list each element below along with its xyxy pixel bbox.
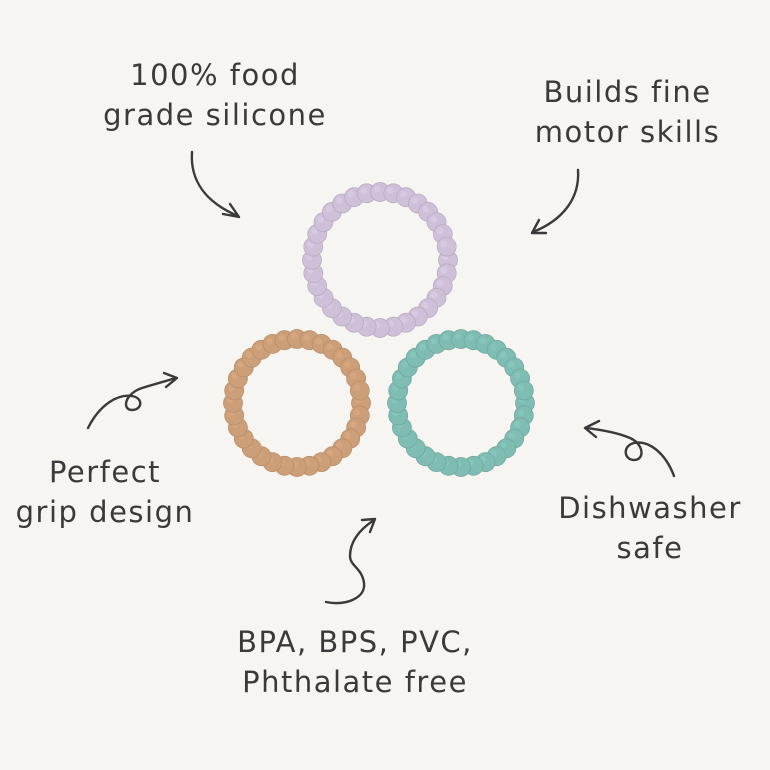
arrow-icon-motor-skills [530,168,580,235]
bead-highlight [317,216,324,223]
bead-highlight [514,372,521,380]
bead-highlight [336,351,343,359]
bead-highlight [419,343,426,351]
label-food-grade-silicone: 100% food grade silicone [95,55,335,135]
bead-highlight [500,351,507,359]
label-perfect-grip: Perfect grip design [5,452,205,532]
lilac-bead-ring [302,182,458,338]
bead-highlight [387,187,394,194]
bead-highlight [430,291,438,299]
bead-highlight [237,361,245,368]
label-line: motor skills [534,115,721,149]
arrow-icon-food-grade [190,150,241,219]
bead-highlight [517,409,525,416]
label-line: BPA, BPS, PVC, [237,625,473,659]
bead-highlight [430,216,438,223]
bead-highlight [278,334,286,341]
label-line: Phthalate free [242,665,468,699]
arrow-icon-grip [86,371,179,430]
bead-highlight [454,332,462,340]
bead-highlight [311,227,318,235]
label-line: safe [616,531,684,565]
bead-highlight [255,343,262,351]
arrow-icon-bpa-free [324,517,377,605]
bead-highlight [440,267,448,274]
bead-highlight [436,227,444,235]
bead-highlight [411,197,419,204]
bead-highlight [336,442,343,449]
bead-highlight [508,361,515,368]
bead-highlight [467,334,474,341]
label-line: 100% food [130,58,300,92]
bead-highlight [479,337,486,345]
bead-highlight [500,442,507,449]
bead-highlight [508,432,515,440]
bead-highlight [347,191,355,198]
bead-highlight [430,337,438,345]
bead-highlight [344,432,351,440]
bead-highlight [290,332,298,340]
bead-highlight [344,361,351,368]
bead-highlight [421,205,429,213]
bead-highlight [399,191,407,198]
arrow-icon-dishwasher [583,419,676,478]
bead-highlight [336,197,343,204]
label-dishwasher-safe: Dishwasher safe [540,488,760,568]
bead-highlight [326,343,334,351]
tan-bead-ring [223,329,371,477]
bead-highlight [401,361,409,368]
bead-highlight [517,384,525,392]
bead-highlight [373,185,381,193]
bead-highlight [442,334,450,341]
label-line: grip design [15,495,195,529]
label-line: Perfect [48,455,162,489]
bead-highlight [436,279,444,287]
label-bpa-free: BPA, BPS, PVC, Phthalate free [205,622,505,702]
teal-bead-ring [387,329,535,477]
bead-highlight [245,351,253,359]
bead-highlight [440,240,448,248]
bead-highlight [514,421,521,428]
label-line: Builds fine [543,75,712,109]
bead-highlight [315,337,322,345]
bead-highlight [411,310,419,318]
bead-highlight [325,205,333,213]
bead-highlight [360,187,368,194]
label-line: Dishwasher [558,491,742,525]
bead-highlight [350,421,357,428]
bead-highlight [409,351,417,359]
label-builds-motor-skills: Builds fine motor skills [525,72,730,152]
bead-highlight [490,343,498,351]
bead-highlight [303,334,310,341]
bead-highlight [421,301,429,309]
bead-highlight [266,337,274,345]
bead-highlight [353,409,361,416]
bead-highlight [350,372,357,380]
bead-highlight [353,384,361,392]
label-line: grade silicone [103,98,327,132]
